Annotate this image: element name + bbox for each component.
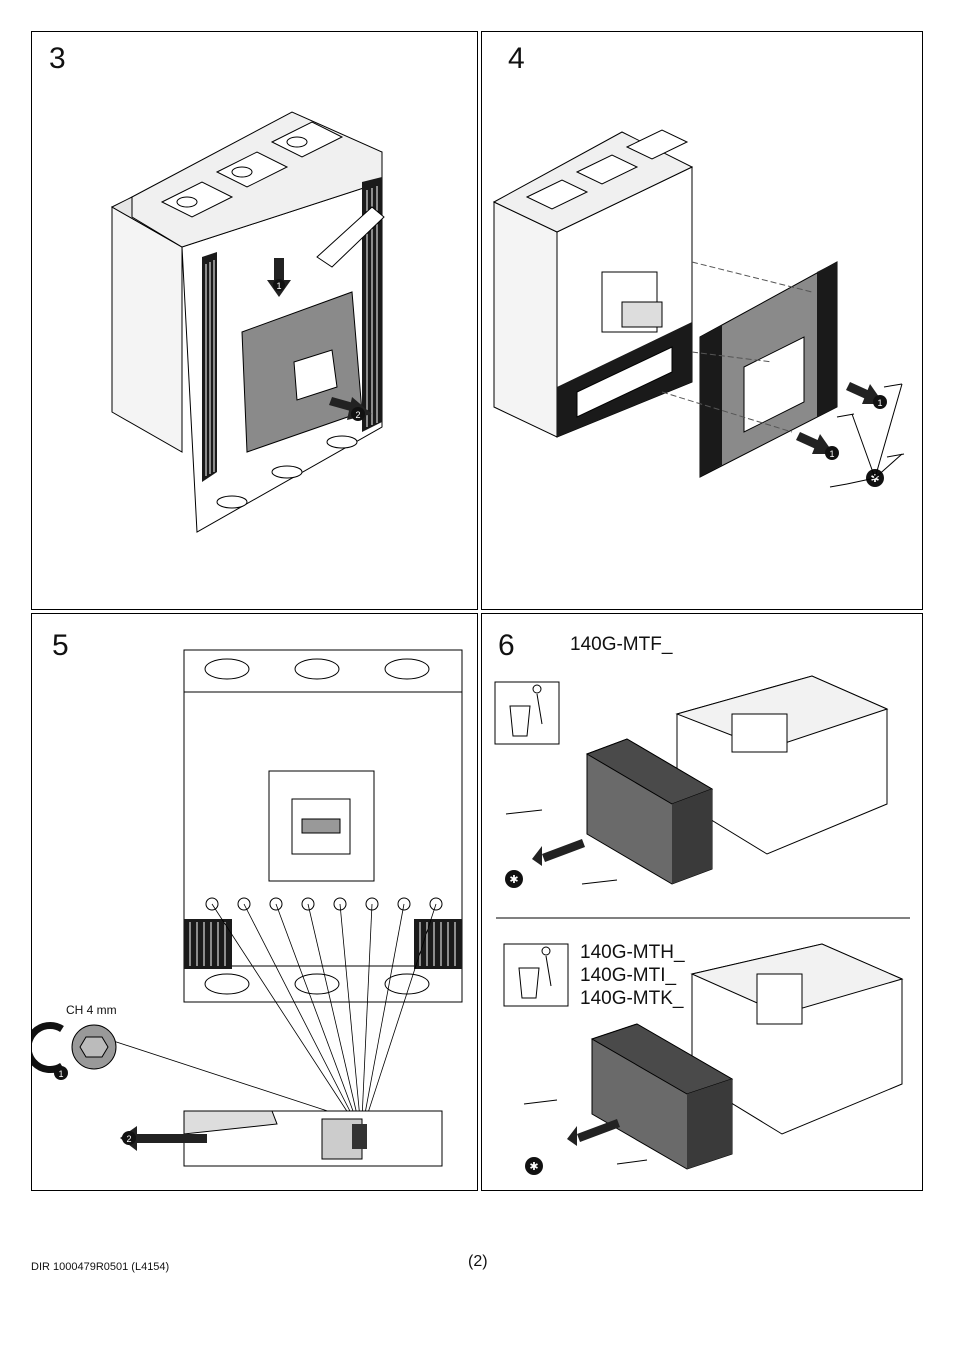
svg-text:✱: ✱ bbox=[870, 473, 879, 485]
breaker-plate-removal-illustration: 1 1 ✱ bbox=[492, 129, 905, 488]
svg-text:2: 2 bbox=[126, 1134, 131, 1144]
step-number: 6 bbox=[498, 629, 515, 662]
model-label-mti: 140G-MTI_ bbox=[580, 965, 677, 986]
page-number: (2) bbox=[468, 1253, 488, 1270]
breaker-front-cover-illustration: 1 2 bbox=[110, 111, 385, 533]
hex-wrench-icon bbox=[71, 1024, 117, 1070]
document-reference: DIR 1000479R0501 (L4154) bbox=[31, 1261, 170, 1273]
svg-text:1: 1 bbox=[877, 398, 882, 408]
model-label-top: 140G-MTF_ bbox=[570, 634, 673, 655]
recycle-bin-icon bbox=[503, 943, 569, 1007]
svg-text:1: 1 bbox=[829, 449, 834, 459]
arrow-left-icon bbox=[567, 1119, 620, 1146]
breaker-top-view-illustration: 1 2 bbox=[32, 649, 463, 1167]
tool-size-label: CH 4 mm bbox=[66, 1003, 117, 1017]
step-5-panel: 5 CH 4 mm bbox=[31, 613, 478, 1191]
rotate-ccw-icon bbox=[32, 1022, 64, 1073]
svg-text:✱: ✱ bbox=[529, 1161, 538, 1173]
recycle-bin-icon bbox=[494, 681, 560, 745]
svg-text:1: 1 bbox=[58, 1069, 63, 1079]
step-number: 5 bbox=[52, 629, 69, 662]
svg-text:2: 2 bbox=[355, 410, 360, 420]
step-4-panel: 4 bbox=[481, 31, 923, 610]
svg-text:✱: ✱ bbox=[509, 874, 518, 886]
step-number: 4 bbox=[508, 42, 525, 75]
step-3-panel: 3 bbox=[31, 31, 478, 610]
terminal-cover-removal-illustration: ✱ ✱ bbox=[494, 675, 910, 1175]
step-6-panel: 6 140G-MTF_ 140G-MTH_ 140G-MTI_ 140G-MTK… bbox=[481, 613, 923, 1191]
model-label-mth: 140G-MTH_ bbox=[580, 942, 685, 963]
arrow-left-icon bbox=[532, 839, 585, 866]
svg-text:1: 1 bbox=[276, 281, 281, 291]
step-number: 3 bbox=[49, 42, 66, 75]
model-label-mtk: 140G-MTK_ bbox=[580, 988, 684, 1009]
